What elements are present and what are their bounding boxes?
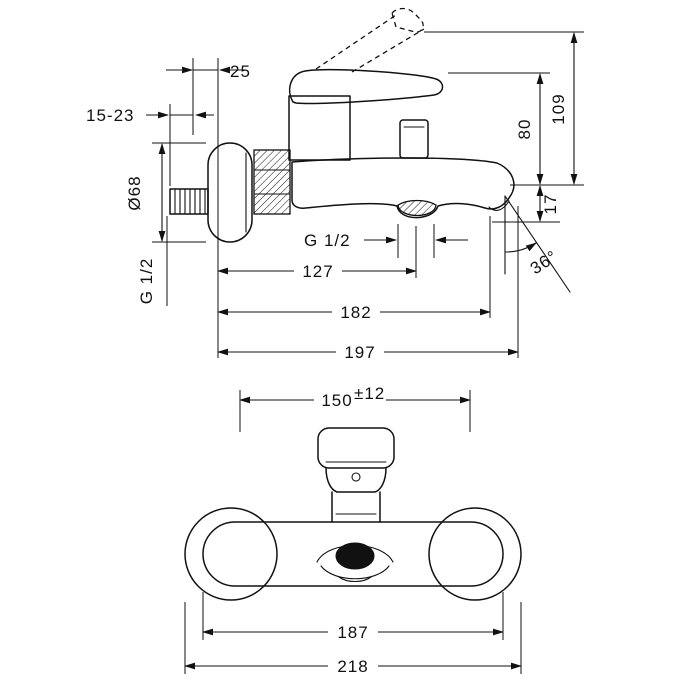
dim-109-label: 109	[549, 93, 568, 124]
shower-outlet-boss	[397, 199, 437, 217]
mixer-bar	[202, 521, 504, 587]
dim-187-label: 187	[337, 623, 368, 642]
dim-d68-ext	[152, 142, 206, 243]
handle-lever	[289, 68, 444, 105]
dim-150-label: 150	[321, 391, 352, 410]
handle-raised-tip	[391, 7, 424, 33]
escutcheon-side	[207, 142, 253, 243]
spout-front-outlet	[335, 542, 375, 570]
diverter-knob	[399, 119, 429, 159]
spout-aerator-line	[488, 200, 510, 211]
angle-36-diagonal	[504, 195, 571, 293]
spout-front-lip-arc	[338, 576, 372, 583]
shower-thread-ext	[397, 224, 435, 258]
dim-d68-label: Ø68	[125, 175, 144, 210]
mixer-body	[288, 95, 351, 161]
angle-36-label: 36°	[527, 247, 561, 279]
cartridge-dome	[325, 467, 387, 493]
dim-218-label: 218	[337, 657, 368, 676]
dim-17-label: 17	[541, 194, 560, 215]
temp-indicator-dot	[351, 472, 361, 482]
front-view: 150 ±12 187 218	[184, 384, 522, 676]
dim-25-label: 25	[230, 62, 251, 81]
nipple-threads	[174, 188, 206, 215]
dim-197-label: 197	[344, 343, 375, 362]
handle-raised-line-2	[351, 28, 425, 73]
body-neck	[331, 491, 381, 523]
handle-raised-line-1	[315, 14, 397, 70]
dim-150-tolerance-label: ±12	[354, 384, 385, 403]
escutcheon-right	[428, 507, 522, 601]
dim-109-ext	[424, 31, 584, 186]
side-view: 25 15-23 Ø68 G 1/2 109 80 17 36°	[86, 7, 584, 362]
union-nut-lines	[253, 169, 291, 195]
inlet-thread-label: G 1/2	[137, 258, 156, 305]
shower-thread-label: G 1/2	[304, 231, 351, 250]
dim-182-label: 182	[340, 303, 371, 322]
dim-218-ext	[184, 602, 522, 674]
dim-127-label: 127	[302, 262, 333, 281]
spout-outline	[291, 157, 515, 219]
escutcheon-left	[184, 507, 278, 601]
angle-36-arc	[504, 242, 537, 253]
dim-15-23-label: 15-23	[86, 106, 134, 125]
dim-80-label: 80	[515, 119, 534, 140]
handle-front	[317, 427, 395, 469]
spout-front-bottom-arc	[320, 565, 390, 580]
inlet-nipple	[169, 188, 209, 215]
union-nut	[253, 149, 291, 215]
